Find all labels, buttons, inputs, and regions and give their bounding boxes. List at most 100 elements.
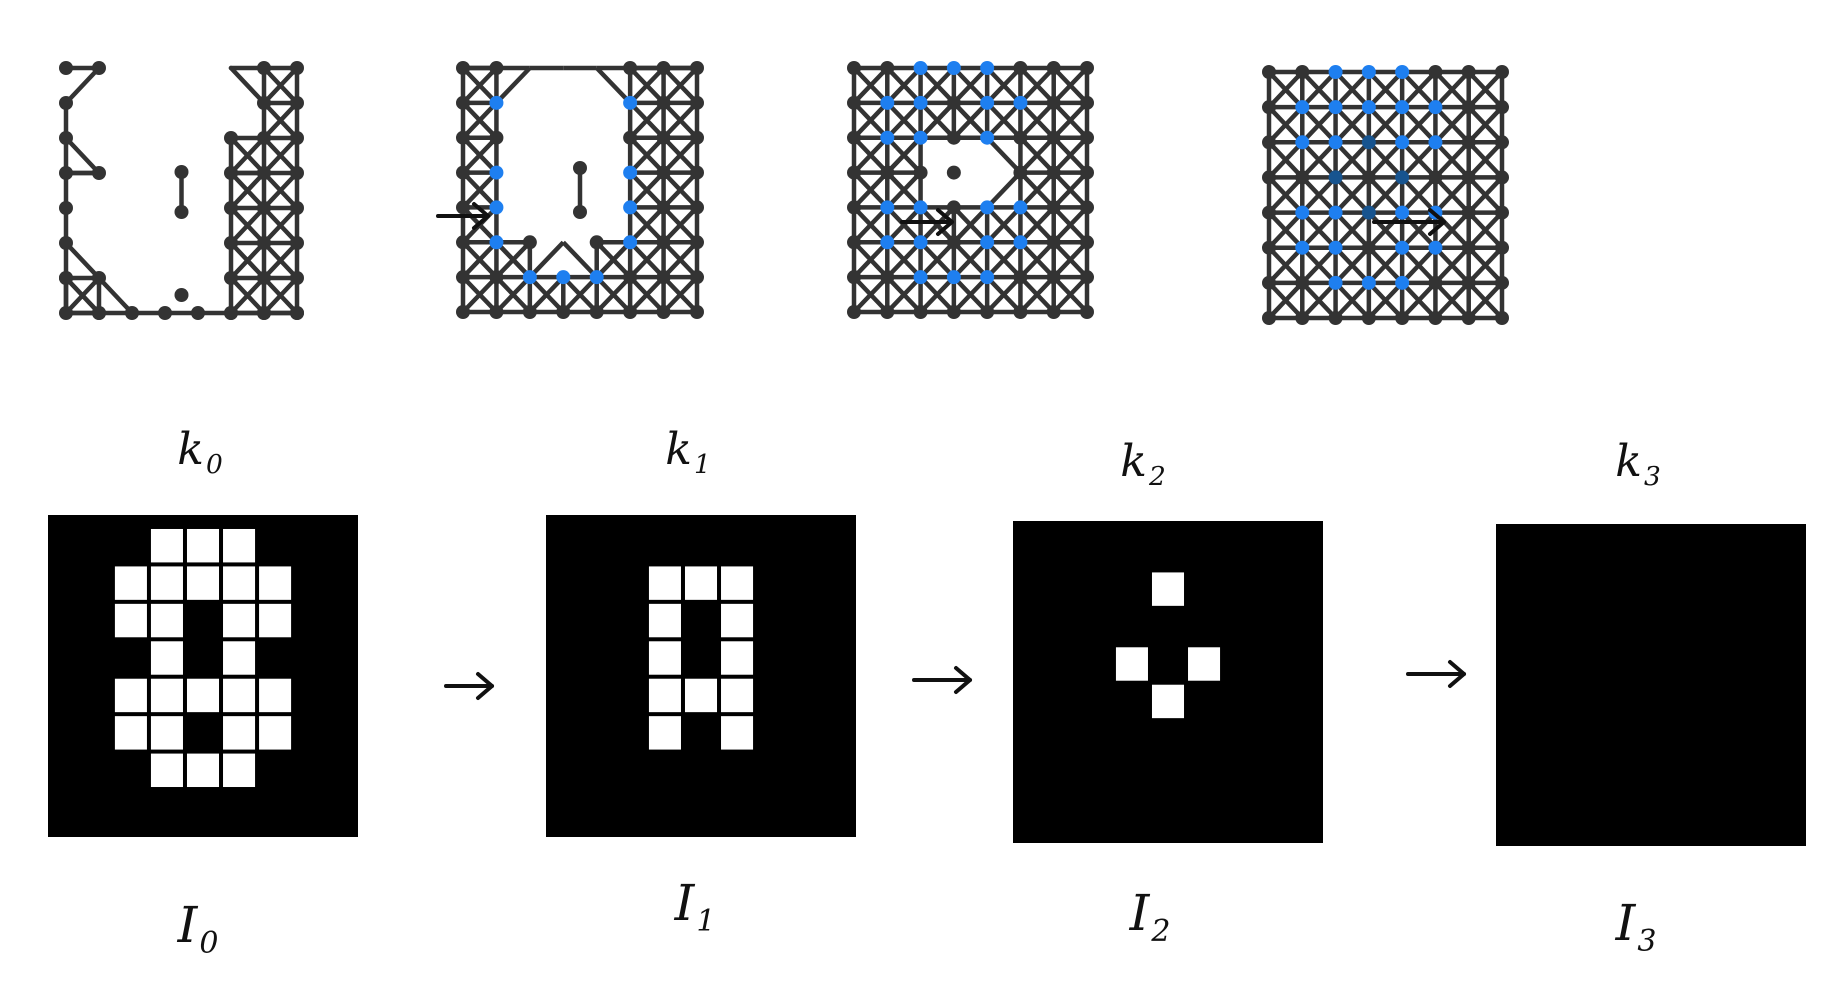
- complex-node: [1395, 275, 1410, 290]
- pixel-on: [1115, 647, 1148, 681]
- complex-edge: [1333, 69, 1372, 110]
- complex-edge: [951, 65, 990, 106]
- pixel-on: [223, 528, 256, 563]
- complex-node: [690, 61, 704, 75]
- complex-node: [913, 95, 928, 110]
- complex-node: [1262, 135, 1276, 150]
- complex-node: [1428, 100, 1443, 115]
- complex-edge: [627, 65, 666, 106]
- label-k2-sub: 2: [1148, 461, 1166, 493]
- complex-node: [1495, 240, 1509, 255]
- complex-node: [946, 95, 961, 110]
- complex-edge: [851, 170, 890, 210]
- complex-node: [1262, 205, 1276, 220]
- complex-edge: [1051, 100, 1090, 140]
- label-i2-base: I: [1129, 884, 1150, 942]
- complex-node: [1295, 170, 1310, 185]
- complex-node: [1295, 275, 1310, 290]
- complex-node: [1262, 311, 1276, 325]
- complex-node: [1295, 240, 1310, 255]
- complex-edge: [951, 240, 990, 280]
- complex-node: [623, 130, 638, 145]
- label-k2: k2: [1120, 440, 1165, 490]
- complex-node: [847, 270, 861, 285]
- complex-node: [1328, 135, 1343, 150]
- complex-edge: [1366, 175, 1405, 215]
- complex-node: [92, 61, 106, 75]
- label-i1-sub: 1: [696, 903, 716, 939]
- complex-node: [290, 201, 304, 215]
- image-background: [1496, 524, 1806, 846]
- complex-node: [656, 270, 671, 285]
- complex-node: [1495, 275, 1509, 290]
- pixel-on: [114, 716, 147, 750]
- label-i2: I2: [1130, 888, 1171, 946]
- label-i1: I1: [675, 878, 716, 936]
- complex-node: [489, 270, 504, 285]
- complex-edge: [63, 275, 102, 316]
- complex-edge: [1300, 104, 1338, 145]
- complex-node: [290, 131, 304, 145]
- complex-node: [489, 305, 504, 319]
- complex-edge: [1333, 210, 1372, 250]
- complex-edge: [951, 274, 990, 315]
- complex-node: [1080, 305, 1094, 319]
- complex-node: [489, 235, 504, 250]
- image-0: [48, 515, 358, 837]
- complex-node: [456, 130, 470, 145]
- complex-node: [690, 235, 704, 250]
- complex-node: [946, 165, 961, 180]
- complex-node: [656, 130, 671, 145]
- complex-node: [623, 305, 638, 319]
- pixel-on: [259, 603, 292, 638]
- pixel-on: [150, 678, 183, 713]
- complex-node: [1361, 240, 1376, 255]
- complex-edge: [1266, 104, 1305, 145]
- complex-edge: [851, 274, 890, 315]
- complex-node: [1461, 275, 1476, 290]
- complex-edge: [1366, 69, 1405, 110]
- complex-node: [913, 165, 928, 180]
- image-background: [1013, 521, 1323, 843]
- pixel-on: [223, 753, 256, 788]
- complex-node: [1461, 205, 1476, 220]
- complex-node: [1046, 270, 1061, 285]
- complex-edge: [460, 170, 499, 210]
- complex-node: [1046, 95, 1061, 110]
- complex-node: [1495, 205, 1509, 220]
- complex-node: [589, 270, 604, 285]
- label-i0: I0: [178, 900, 219, 958]
- label-k3: k3: [1615, 440, 1660, 490]
- complex-edge: [1433, 280, 1471, 321]
- complex-3: [1262, 65, 1509, 325]
- complex-node: [913, 61, 928, 75]
- complex-node: [946, 61, 961, 75]
- complex-node: [946, 305, 961, 319]
- pixel-on: [648, 566, 681, 600]
- complex-node: [224, 166, 238, 180]
- complex-edge: [984, 100, 1023, 140]
- arrow-head: [1448, 660, 1466, 688]
- complex-node: [880, 165, 895, 180]
- complex-edge: [261, 170, 300, 211]
- complex-edge: [460, 65, 499, 106]
- complex-node: [847, 235, 861, 250]
- complex-edge: [1366, 104, 1405, 145]
- complex-edge: [661, 274, 700, 315]
- complex-node: [1361, 275, 1376, 290]
- complex-edge: [1051, 170, 1090, 210]
- complex-edge: [561, 240, 599, 279]
- pixel-on: [721, 566, 754, 600]
- complex-node: [913, 270, 928, 285]
- pixel-on: [684, 566, 718, 600]
- complex-node: [1361, 205, 1376, 220]
- label-i0-base: I: [177, 896, 198, 954]
- pixel-on: [1151, 572, 1185, 606]
- complex-node: [489, 165, 504, 180]
- complex-node: [1361, 100, 1376, 115]
- complex-node: [59, 131, 73, 145]
- pixel-on: [648, 603, 681, 638]
- pixel-on: [223, 716, 256, 750]
- complex-edge: [1018, 205, 1056, 245]
